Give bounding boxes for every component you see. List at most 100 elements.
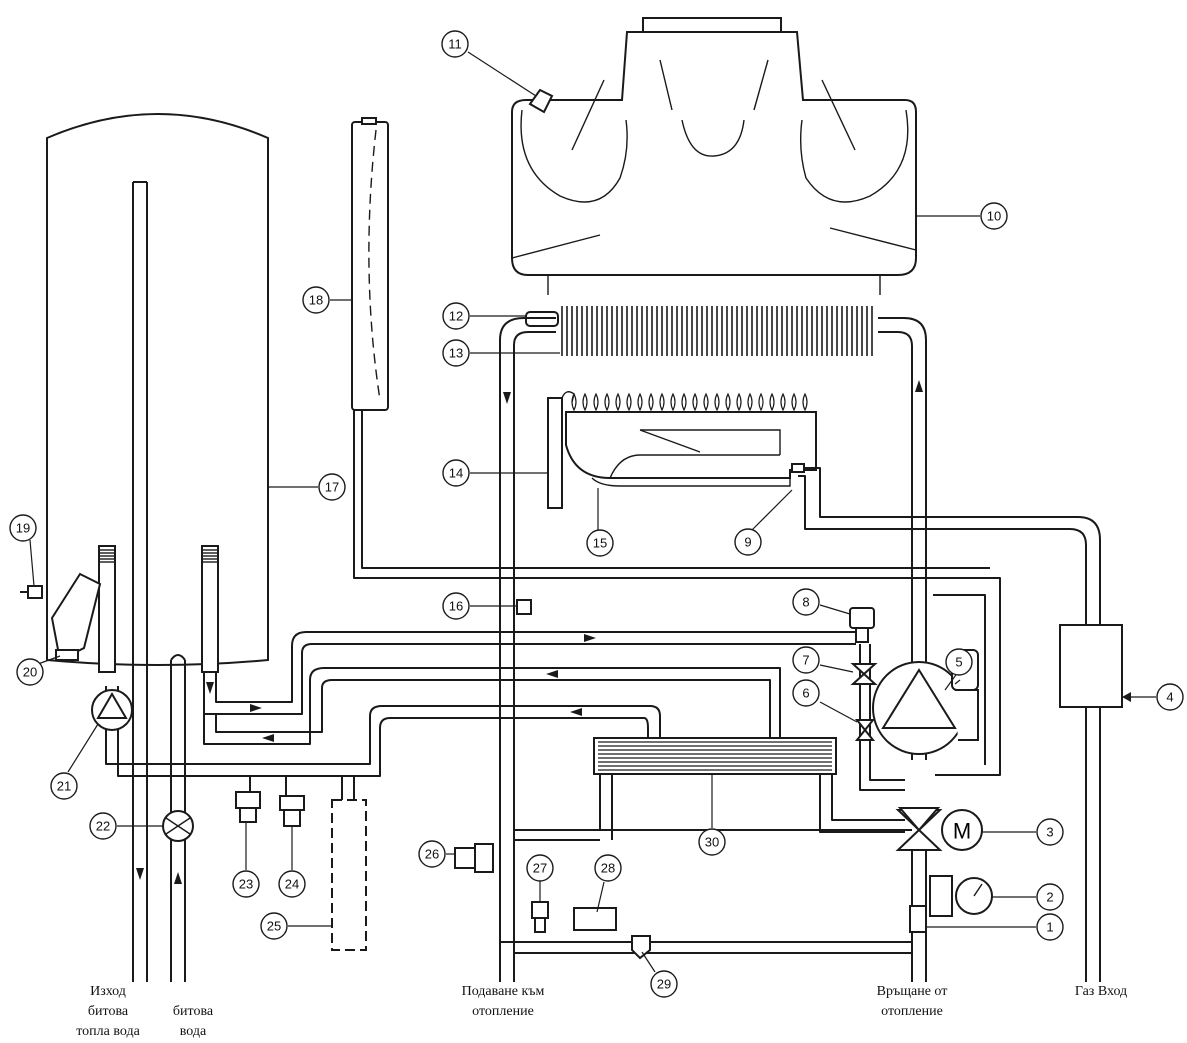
svg-text:4: 4 bbox=[1166, 690, 1173, 705]
flame bbox=[659, 392, 665, 412]
svg-text:14: 14 bbox=[449, 466, 463, 481]
svg-text:13: 13 bbox=[449, 346, 463, 361]
flame bbox=[692, 392, 698, 412]
flow-arrow bbox=[174, 872, 182, 884]
flow-arrow bbox=[250, 704, 262, 712]
callout-21: 21 bbox=[50, 772, 78, 800]
callout-23: 23 bbox=[232, 870, 260, 898]
svg-text:24: 24 bbox=[285, 877, 299, 892]
caption-heating-flow: Подаване към отопление bbox=[461, 984, 545, 1019]
flue-hood bbox=[511, 17, 917, 295]
flame bbox=[769, 392, 775, 412]
svg-text:5: 5 bbox=[955, 655, 962, 670]
flow-arrow bbox=[915, 380, 923, 392]
callout-9: 9 bbox=[734, 528, 762, 556]
svg-text:7: 7 bbox=[802, 653, 809, 668]
callout-18: 18 bbox=[302, 286, 330, 314]
callout-3: 3 bbox=[1036, 818, 1064, 846]
callout-leaders bbox=[29, 51, 1036, 973]
svg-text:19: 19 bbox=[16, 521, 30, 536]
callout-badges: 1 2 3 4 5 6 7 8 9 10 11 12 13 14 15 16 1… bbox=[9, 30, 1184, 998]
flow-arrow bbox=[570, 708, 582, 716]
callout-12: 12 bbox=[442, 302, 470, 330]
svg-text:22: 22 bbox=[96, 819, 110, 834]
callout-1: 1 bbox=[1036, 913, 1064, 941]
flame bbox=[747, 392, 753, 412]
caption-dhw-outlet: Изход битова топла вода bbox=[76, 984, 140, 1039]
flame bbox=[626, 392, 632, 412]
flame bbox=[802, 392, 808, 412]
caption-dhw-inlet: битова вода bbox=[172, 1004, 214, 1039]
svg-text:16: 16 bbox=[449, 599, 463, 614]
callout-16: 16 bbox=[442, 592, 470, 620]
motor-label: M bbox=[953, 819, 971, 844]
flow-arrow bbox=[546, 670, 558, 678]
caption-heating-return: Връщане от отопление bbox=[876, 984, 948, 1019]
flow-arrow bbox=[262, 734, 274, 742]
safety-devices bbox=[91, 599, 651, 960]
flame bbox=[604, 392, 610, 412]
callout-4: 4 bbox=[1156, 683, 1184, 711]
flame bbox=[780, 392, 786, 412]
dhw-pipes bbox=[105, 631, 856, 982]
flame bbox=[714, 392, 720, 412]
svg-text:20: 20 bbox=[23, 665, 37, 680]
gas-line bbox=[804, 500, 1156, 982]
svg-text:21: 21 bbox=[57, 779, 71, 794]
callout-24: 24 bbox=[278, 870, 306, 898]
gas-valve-box bbox=[1059, 624, 1123, 708]
pump-assembly: M bbox=[849, 607, 993, 933]
callout-27: 27 bbox=[526, 854, 554, 882]
flow-arrows bbox=[136, 380, 923, 884]
svg-text:8: 8 bbox=[802, 595, 809, 610]
callout-30: 30 bbox=[698, 828, 726, 856]
svg-text:9: 9 bbox=[744, 535, 751, 550]
callout-5: 5 bbox=[945, 648, 973, 676]
callout-7: 7 bbox=[792, 646, 820, 674]
flame bbox=[725, 392, 731, 412]
flame bbox=[736, 392, 742, 412]
callout-13: 13 bbox=[442, 339, 470, 367]
callout-28: 28 bbox=[594, 854, 622, 882]
heat-exchanger-fins bbox=[561, 306, 873, 356]
expansion-vessel bbox=[351, 117, 389, 411]
svg-text:10: 10 bbox=[987, 209, 1001, 224]
svg-text:18: 18 bbox=[309, 293, 323, 308]
callout-14: 14 bbox=[442, 459, 470, 487]
callout-22: 22 bbox=[89, 812, 117, 840]
svg-text:1: 1 bbox=[1046, 920, 1053, 935]
callout-2: 2 bbox=[1036, 883, 1064, 911]
callout-8: 8 bbox=[792, 588, 820, 616]
flow-arrow bbox=[584, 634, 596, 642]
dhw-tank bbox=[20, 113, 269, 982]
callout-6: 6 bbox=[792, 679, 820, 707]
svg-text:17: 17 bbox=[325, 480, 339, 495]
flame bbox=[758, 392, 764, 412]
plate-heat-exchanger bbox=[593, 737, 905, 840]
callout-20: 20 bbox=[16, 658, 44, 686]
flame bbox=[791, 392, 797, 412]
callout-19: 19 bbox=[9, 514, 37, 542]
svg-text:12: 12 bbox=[449, 309, 463, 324]
callout-25: 25 bbox=[260, 912, 288, 940]
svg-text:25: 25 bbox=[267, 919, 281, 934]
flame bbox=[615, 392, 621, 412]
flame bbox=[703, 392, 709, 412]
flow-arrow bbox=[136, 868, 144, 880]
svg-text:26: 26 bbox=[425, 847, 439, 862]
svg-text:3: 3 bbox=[1046, 825, 1053, 840]
flame bbox=[648, 392, 654, 412]
ignition-electrode bbox=[547, 397, 563, 509]
burner bbox=[547, 391, 821, 509]
svg-text:29: 29 bbox=[657, 977, 671, 992]
callout-15: 15 bbox=[586, 529, 614, 557]
svg-text:15: 15 bbox=[593, 536, 607, 551]
svg-text:30: 30 bbox=[705, 835, 719, 850]
flame bbox=[593, 392, 599, 412]
flow-arrow bbox=[206, 682, 214, 694]
svg-text:6: 6 bbox=[802, 686, 809, 701]
flame bbox=[670, 392, 676, 412]
flame bbox=[582, 392, 588, 412]
caption-gas-inlet: Газ Вход bbox=[1074, 984, 1128, 999]
